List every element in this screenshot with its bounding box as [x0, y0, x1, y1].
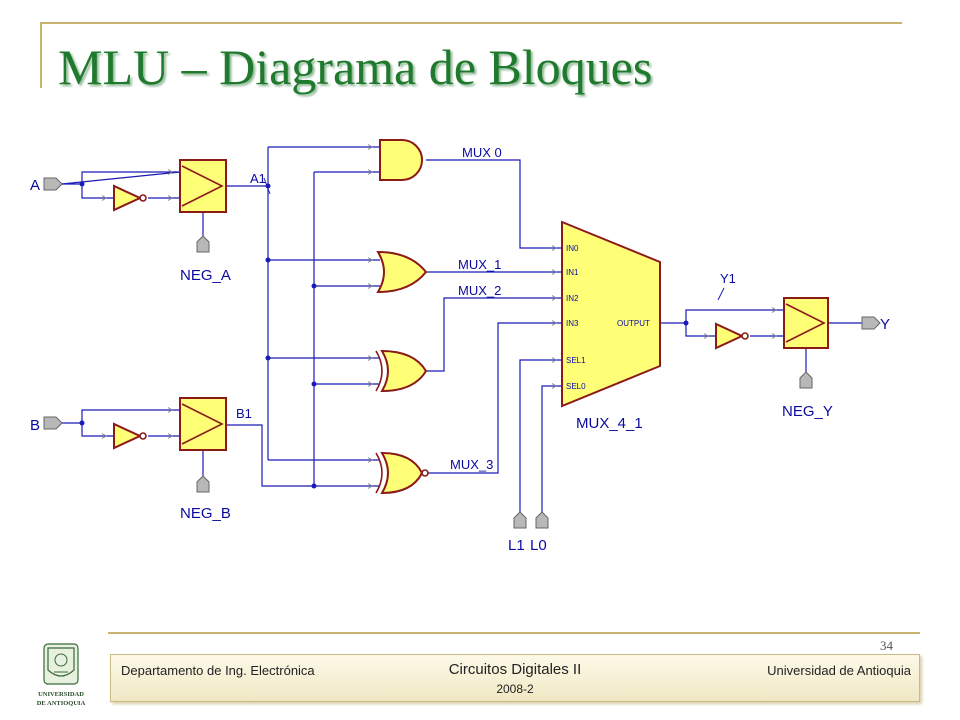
svg-text:UNIVERSIDAD: UNIVERSIDAD — [38, 691, 84, 698]
control-label-neg-y: NEG_Y — [782, 403, 833, 420]
junction-dots — [79, 181, 689, 489]
inverter-y — [715, 322, 745, 350]
output-label-y: Y — [880, 316, 890, 333]
xnor-gate — [380, 451, 424, 495]
signal-label-mux3: MUX_3 — [450, 457, 493, 472]
mux-pin-sel0: SEL0 — [566, 382, 586, 391]
frame-top-line — [40, 22, 902, 24]
inverter-b — [113, 422, 143, 450]
mux-pin-in3: IN3 — [566, 319, 579, 328]
control-label-neg-b: NEG_B — [180, 505, 231, 522]
xor-gate — [380, 349, 428, 393]
signal-label-mux1: MUX_1 — [458, 257, 501, 272]
and-gate — [379, 139, 423, 181]
or-gate — [376, 250, 428, 294]
slide-title: MLU – Diagrama de Bloques — [58, 39, 653, 95]
footer-term: 2008-2 — [496, 682, 534, 696]
inverter-a — [113, 184, 143, 212]
output-port-y — [861, 316, 881, 330]
neg-a-port — [196, 235, 210, 253]
control-label-neg-a: NEG_A — [180, 267, 231, 284]
input-label-a: A — [30, 177, 40, 194]
footer-department: Departamento de Ing. Electrónica — [121, 663, 315, 678]
university-logo: UNIVERSIDAD DE ANTIOQUIA — [37, 643, 86, 707]
signal-label-y1: Y1 — [720, 271, 736, 286]
signal-label-mux2: MUX_2 — [458, 283, 501, 298]
input-port-b — [43, 416, 63, 430]
signal-label-mux0: MUX 0 — [462, 145, 502, 160]
footer-course: Circuitos Digitales II — [448, 661, 582, 678]
mux-4-1-block — [561, 220, 661, 408]
l1-port — [513, 511, 527, 529]
port-shapes — [43, 177, 881, 529]
mux-pin-in0: IN0 — [566, 244, 579, 253]
footer-rule — [108, 632, 920, 634]
mux-pin-in2: IN2 — [566, 294, 579, 303]
control-label-l0: L0 — [530, 537, 547, 554]
svg-text:DE ANTIOQUIA: DE ANTIOQUIA — [37, 700, 86, 707]
wires — [61, 146, 862, 512]
control-label-l1: L1 — [508, 537, 525, 554]
page-number: 34 — [880, 638, 893, 653]
block-details — [139, 165, 826, 494]
neg-y-port — [799, 371, 813, 389]
footer-bar: Departamento de Ing. Electrónica Circuit… — [110, 654, 920, 702]
input-port-a — [43, 177, 63, 191]
block-diagram: A B Y A1 B1 Y1 MUX 0 MUX_1 MUX_2 MUX_3 N… — [30, 139, 890, 554]
l0-port — [535, 511, 549, 529]
input-label-b: B — [30, 417, 40, 434]
footer-university: Universidad de Antioquia — [767, 663, 911, 678]
mux-pin-output: OUTPUT — [617, 319, 650, 328]
neg-b-port — [196, 475, 210, 493]
signal-label-b1: B1 — [236, 406, 252, 421]
mux-pin-sel1: SEL1 — [566, 356, 586, 365]
frame-left-line — [40, 22, 42, 88]
mux-pin-in1: IN1 — [566, 268, 579, 277]
mux-name-label: MUX_4_1 — [576, 415, 643, 432]
logic-blocks — [113, 139, 829, 495]
signal-label-a1: A1 — [250, 171, 266, 186]
